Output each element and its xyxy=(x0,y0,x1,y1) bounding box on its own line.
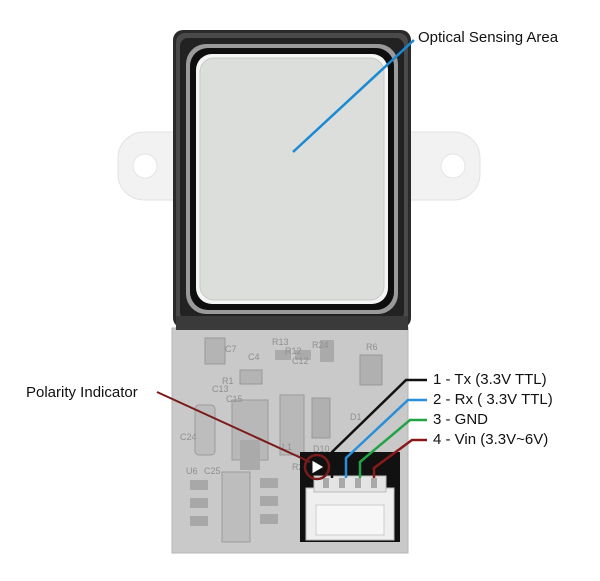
connector-jst xyxy=(300,452,400,542)
pin4-label: 4 - Vin (3.3V~6V) xyxy=(433,431,549,448)
pin4-leader-line xyxy=(372,438,427,478)
silk-label: R2 xyxy=(292,462,304,472)
pin3-leader-line xyxy=(358,418,427,478)
polarity-indicator-label: Polarity Indicator xyxy=(26,384,138,401)
silk-label: R1 xyxy=(222,376,234,386)
silk-label: R24 xyxy=(312,340,329,350)
sensor-housing xyxy=(173,30,411,330)
silk-label: C7 xyxy=(225,344,237,354)
silk-label: D1 xyxy=(350,412,362,422)
optical-sensing-window xyxy=(199,57,385,301)
silk-label: C24 xyxy=(180,432,197,442)
silk-label: R13 xyxy=(272,337,289,347)
silk-label: C12 xyxy=(292,356,309,366)
silk-label: C4 xyxy=(248,352,260,362)
silk-label: C25 xyxy=(204,466,221,476)
pin2-label: 2 - Rx ( 3.3V TTL) xyxy=(433,391,553,408)
silk-label: C15 xyxy=(226,394,243,404)
silk-label: L1 xyxy=(282,442,292,452)
pin1-leader-line xyxy=(330,378,427,478)
polarity-highlight-ring xyxy=(303,453,331,481)
silk-label: U6 xyxy=(186,466,198,476)
optical-sensing-area-label: Optical Sensing Area xyxy=(418,29,559,46)
silk-label: C13 xyxy=(212,384,229,394)
silk-label: R6 xyxy=(366,342,378,352)
silkscreen-labels: C7 C4 R13 R12 C12 R24 R6 C13 C15 R1 C24 … xyxy=(180,337,378,476)
silk-label: D10 xyxy=(313,444,330,454)
polarity-leader-line xyxy=(156,391,311,463)
silk-label: R12 xyxy=(285,346,302,356)
pin2-leader-line xyxy=(344,398,427,478)
optical-leader-line xyxy=(292,39,415,153)
pin3-label: 3 - GND xyxy=(433,411,489,428)
polarity-indicator-icon xyxy=(311,459,325,475)
pin1-label: 1 - Tx (3.3V TTL) xyxy=(433,371,547,388)
